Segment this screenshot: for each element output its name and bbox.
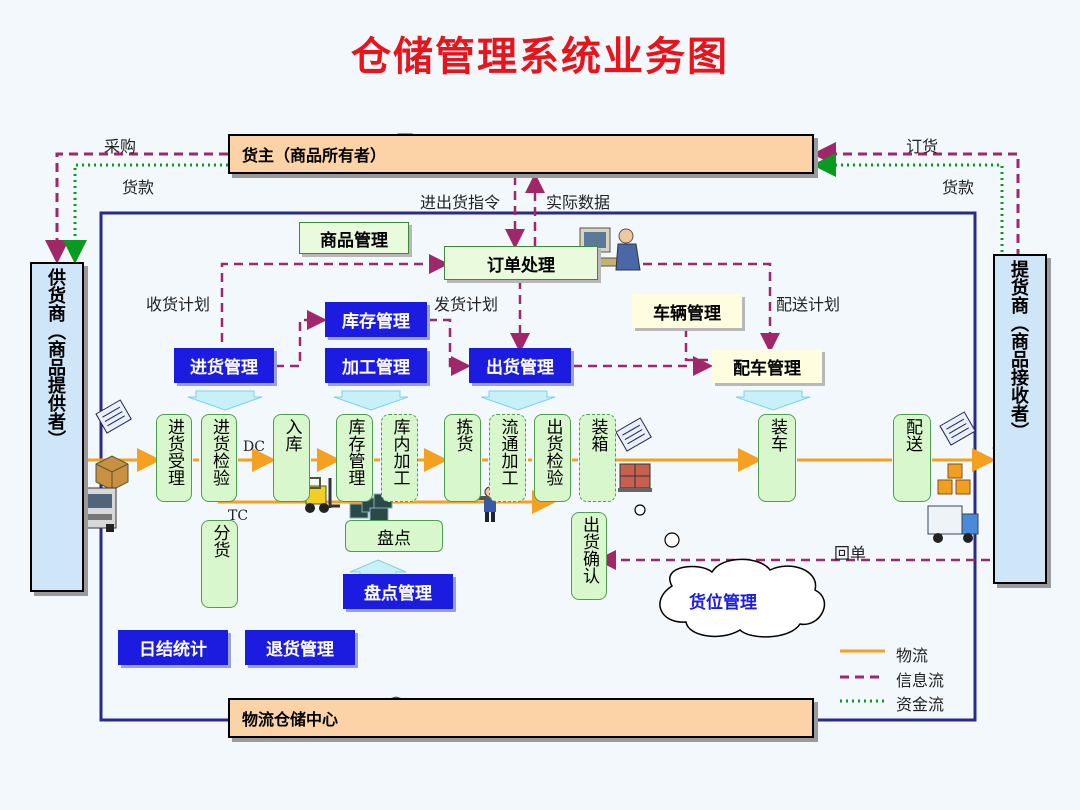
io-instruction-label: 进出货指令 bbox=[420, 193, 501, 212]
payment-label-left: 货款 bbox=[122, 178, 155, 197]
step-confirm-label: 出货确认 bbox=[579, 516, 599, 584]
step-sort[interactable]: 分货 bbox=[201, 520, 238, 608]
processing-mgmt-module[interactable]: 加工管理 bbox=[325, 348, 427, 383]
payment-label-right: 货款 bbox=[942, 178, 975, 197]
step-receive-label: 进货受理 bbox=[164, 418, 184, 486]
step-stock[interactable]: 库存管理 bbox=[336, 414, 373, 502]
daily-stats-module[interactable]: 日结统计 bbox=[118, 630, 228, 665]
return-receipt-label: 回单 bbox=[834, 544, 867, 563]
step-outinspect-label: 出货检验 bbox=[542, 418, 563, 486]
legend-info: 信息流 bbox=[896, 671, 945, 690]
ship-plan-label: 发货计划 bbox=[434, 295, 499, 314]
forklift-icon bbox=[305, 477, 340, 513]
supplier-panel bbox=[30, 262, 84, 592]
actual-data-label: 实际数据 bbox=[546, 193, 611, 212]
step-outinspect[interactable]: 出货检验 bbox=[534, 414, 571, 502]
payment-flow-right bbox=[812, 153, 1004, 258]
dispatch-mgmt-module[interactable]: 配车管理 bbox=[712, 349, 822, 383]
vehicle-mgmt-module[interactable]: 车辆管理 bbox=[632, 294, 742, 328]
legend-physical: 物流 bbox=[896, 646, 929, 665]
receiver-label: 提货商（商品接收者） bbox=[1008, 260, 1029, 440]
owner-bar: 货主（商品所有者） bbox=[228, 134, 814, 174]
step-pack[interactable]: 装箱 bbox=[579, 414, 616, 502]
stocktake-step[interactable]: 盘点 bbox=[345, 520, 443, 552]
warehouse-center-bar: 物流仓储中心 bbox=[228, 698, 814, 738]
step-load[interactable]: 装车 bbox=[758, 414, 796, 502]
dc-label: DC bbox=[243, 439, 265, 455]
delivery-truck-icon bbox=[927, 505, 979, 543]
cart-icon bbox=[618, 463, 652, 492]
step-pack-label: 装箱 bbox=[587, 418, 608, 452]
document-icon bbox=[615, 417, 652, 452]
step-deliver-label: 配送 bbox=[902, 418, 922, 452]
step-inspect[interactable]: 进货检验 bbox=[201, 414, 237, 502]
step-receive[interactable]: 进货受理 bbox=[156, 414, 192, 502]
document-icon bbox=[95, 399, 132, 434]
boxes-icon bbox=[937, 463, 971, 495]
step-process[interactable]: 库内加工 bbox=[381, 414, 418, 502]
step-load-label: 装车 bbox=[767, 418, 787, 452]
order-flow bbox=[812, 142, 1020, 258]
step-pick[interactable]: 拣货 bbox=[444, 414, 481, 502]
purchase-flow bbox=[45, 152, 228, 264]
location-cloud bbox=[659, 558, 826, 638]
delivery-plan-label: 配送计划 bbox=[776, 295, 841, 314]
inventory-mgmt-module[interactable]: 库存管理 bbox=[325, 302, 427, 337]
supplier-label: 供货商（商品提供者） bbox=[45, 268, 66, 448]
step-putaway-label: 入库 bbox=[281, 418, 302, 452]
document-icon bbox=[939, 411, 976, 446]
step-stock-label: 库存管理 bbox=[344, 418, 365, 486]
step-confirm[interactable]: 出货确认 bbox=[571, 512, 607, 600]
order-goods-label: 订货 bbox=[906, 137, 939, 156]
step-process-label: 库内加工 bbox=[389, 418, 410, 486]
step-pick-label: 拣货 bbox=[452, 418, 473, 452]
step-distproc[interactable]: 流通加工 bbox=[489, 414, 526, 502]
receiver-panel bbox=[993, 254, 1047, 584]
return-mgmt-module[interactable]: 退货管理 bbox=[245, 630, 355, 665]
stocktake-mgmt-module[interactable]: 盘点管理 bbox=[343, 574, 453, 609]
parcel-icon bbox=[95, 455, 129, 491]
step-inspect-label: 进货检验 bbox=[209, 418, 229, 486]
step-deliver[interactable]: 配送 bbox=[893, 414, 931, 502]
legend-funds: 资金流 bbox=[896, 695, 945, 714]
order-processing-module[interactable]: 订单处理 bbox=[444, 246, 598, 280]
goods-mgmt-module[interactable]: 商品管理 bbox=[299, 222, 409, 254]
receive-plan-label: 收货计划 bbox=[146, 295, 211, 314]
pallet-icon bbox=[349, 493, 393, 523]
step-distproc-label: 流通加工 bbox=[497, 418, 518, 486]
outbound-mgmt-module[interactable]: 出货管理 bbox=[469, 348, 571, 383]
inbound-mgmt-module[interactable]: 进货管理 bbox=[174, 348, 274, 383]
page-title: 仓储管理系统业务图 bbox=[351, 33, 729, 80]
step-sort-label: 分货 bbox=[209, 524, 230, 558]
purchase-label: 采购 bbox=[104, 137, 137, 156]
step-putaway[interactable]: 入库 bbox=[273, 414, 310, 502]
location-mgmt-module[interactable]: 货位管理 bbox=[689, 592, 757, 613]
